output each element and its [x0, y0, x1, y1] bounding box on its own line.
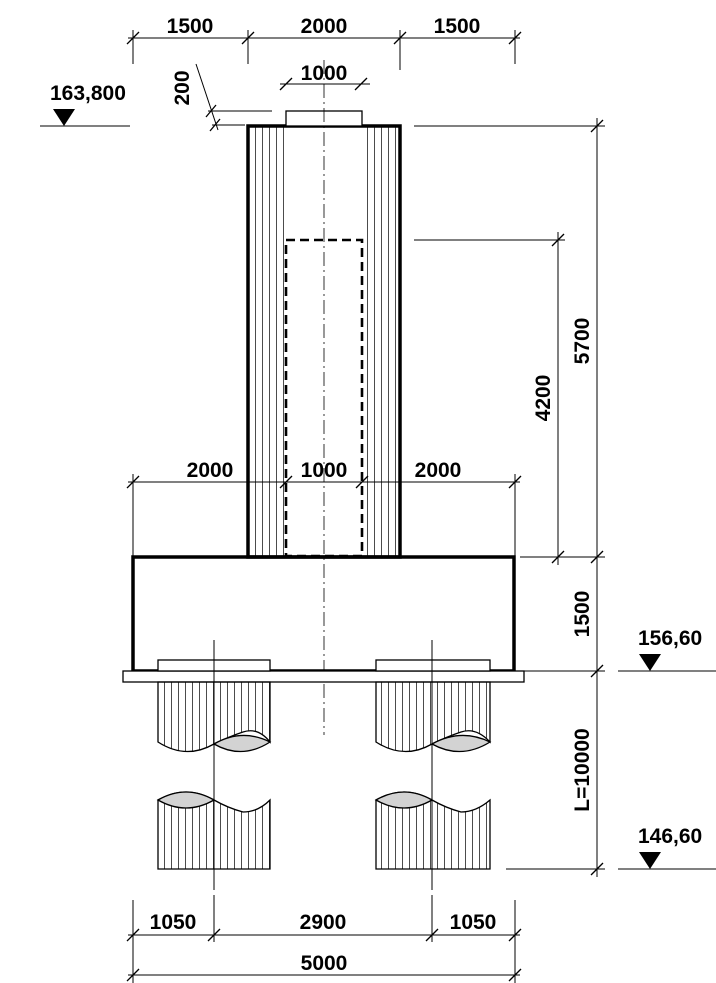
dim-top-mid: 2000 [301, 15, 348, 38]
dim-cap-height: 200 [171, 70, 194, 105]
right-dimension-chain [414, 118, 605, 877]
top-dimension-chain [126, 30, 522, 70]
pile-break-section [212, 734, 272, 753]
mid-dimension-chain [126, 474, 522, 556]
elevation-marker-icon [53, 109, 75, 126]
total-width-dimension [126, 968, 522, 982]
dim-bot-right: 1050 [450, 911, 497, 934]
dim-total-width: 5000 [301, 952, 348, 975]
cap-height-dimension [195, 63, 272, 132]
elevation-pile-tip [618, 852, 716, 870]
pile-break-section [430, 734, 492, 753]
elevation-cap-top [618, 654, 716, 672]
elevation-pile-tip-label: 146,60 [638, 825, 702, 848]
dim-mid-mid: 1000 [301, 459, 348, 482]
elevation-top-label: 163,800 [50, 82, 126, 105]
dim-column-height: 5700 [571, 318, 594, 365]
elevation-marker-icon [639, 654, 661, 671]
column-hatch-right [364, 127, 398, 556]
elevation-cap-top-label: 156,60 [638, 627, 702, 650]
column-hatch-left [250, 127, 284, 556]
bottom-dimension-chain [126, 895, 522, 983]
dim-mid-left: 2000 [187, 459, 234, 482]
elevation-top [40, 109, 130, 127]
dim-mid-right: 2000 [415, 459, 462, 482]
elevation-marker-icon [639, 852, 661, 869]
dim-bot-left: 1050 [150, 911, 197, 934]
dim-top-left: 1500 [167, 15, 214, 38]
dim-top-right: 1500 [434, 15, 481, 38]
pile-right [374, 640, 492, 890]
dim-socket-depth: 4200 [532, 375, 555, 422]
dim-cap-thickness: 1500 [571, 591, 594, 638]
dim-pile-length: L=10000 [571, 728, 594, 812]
dim-bot-mid: 2900 [300, 911, 347, 934]
cap-width-dimension [279, 77, 370, 91]
pile-left [156, 640, 272, 890]
pile-cap [131, 555, 516, 673]
lean-concrete-layer [122, 670, 525, 683]
